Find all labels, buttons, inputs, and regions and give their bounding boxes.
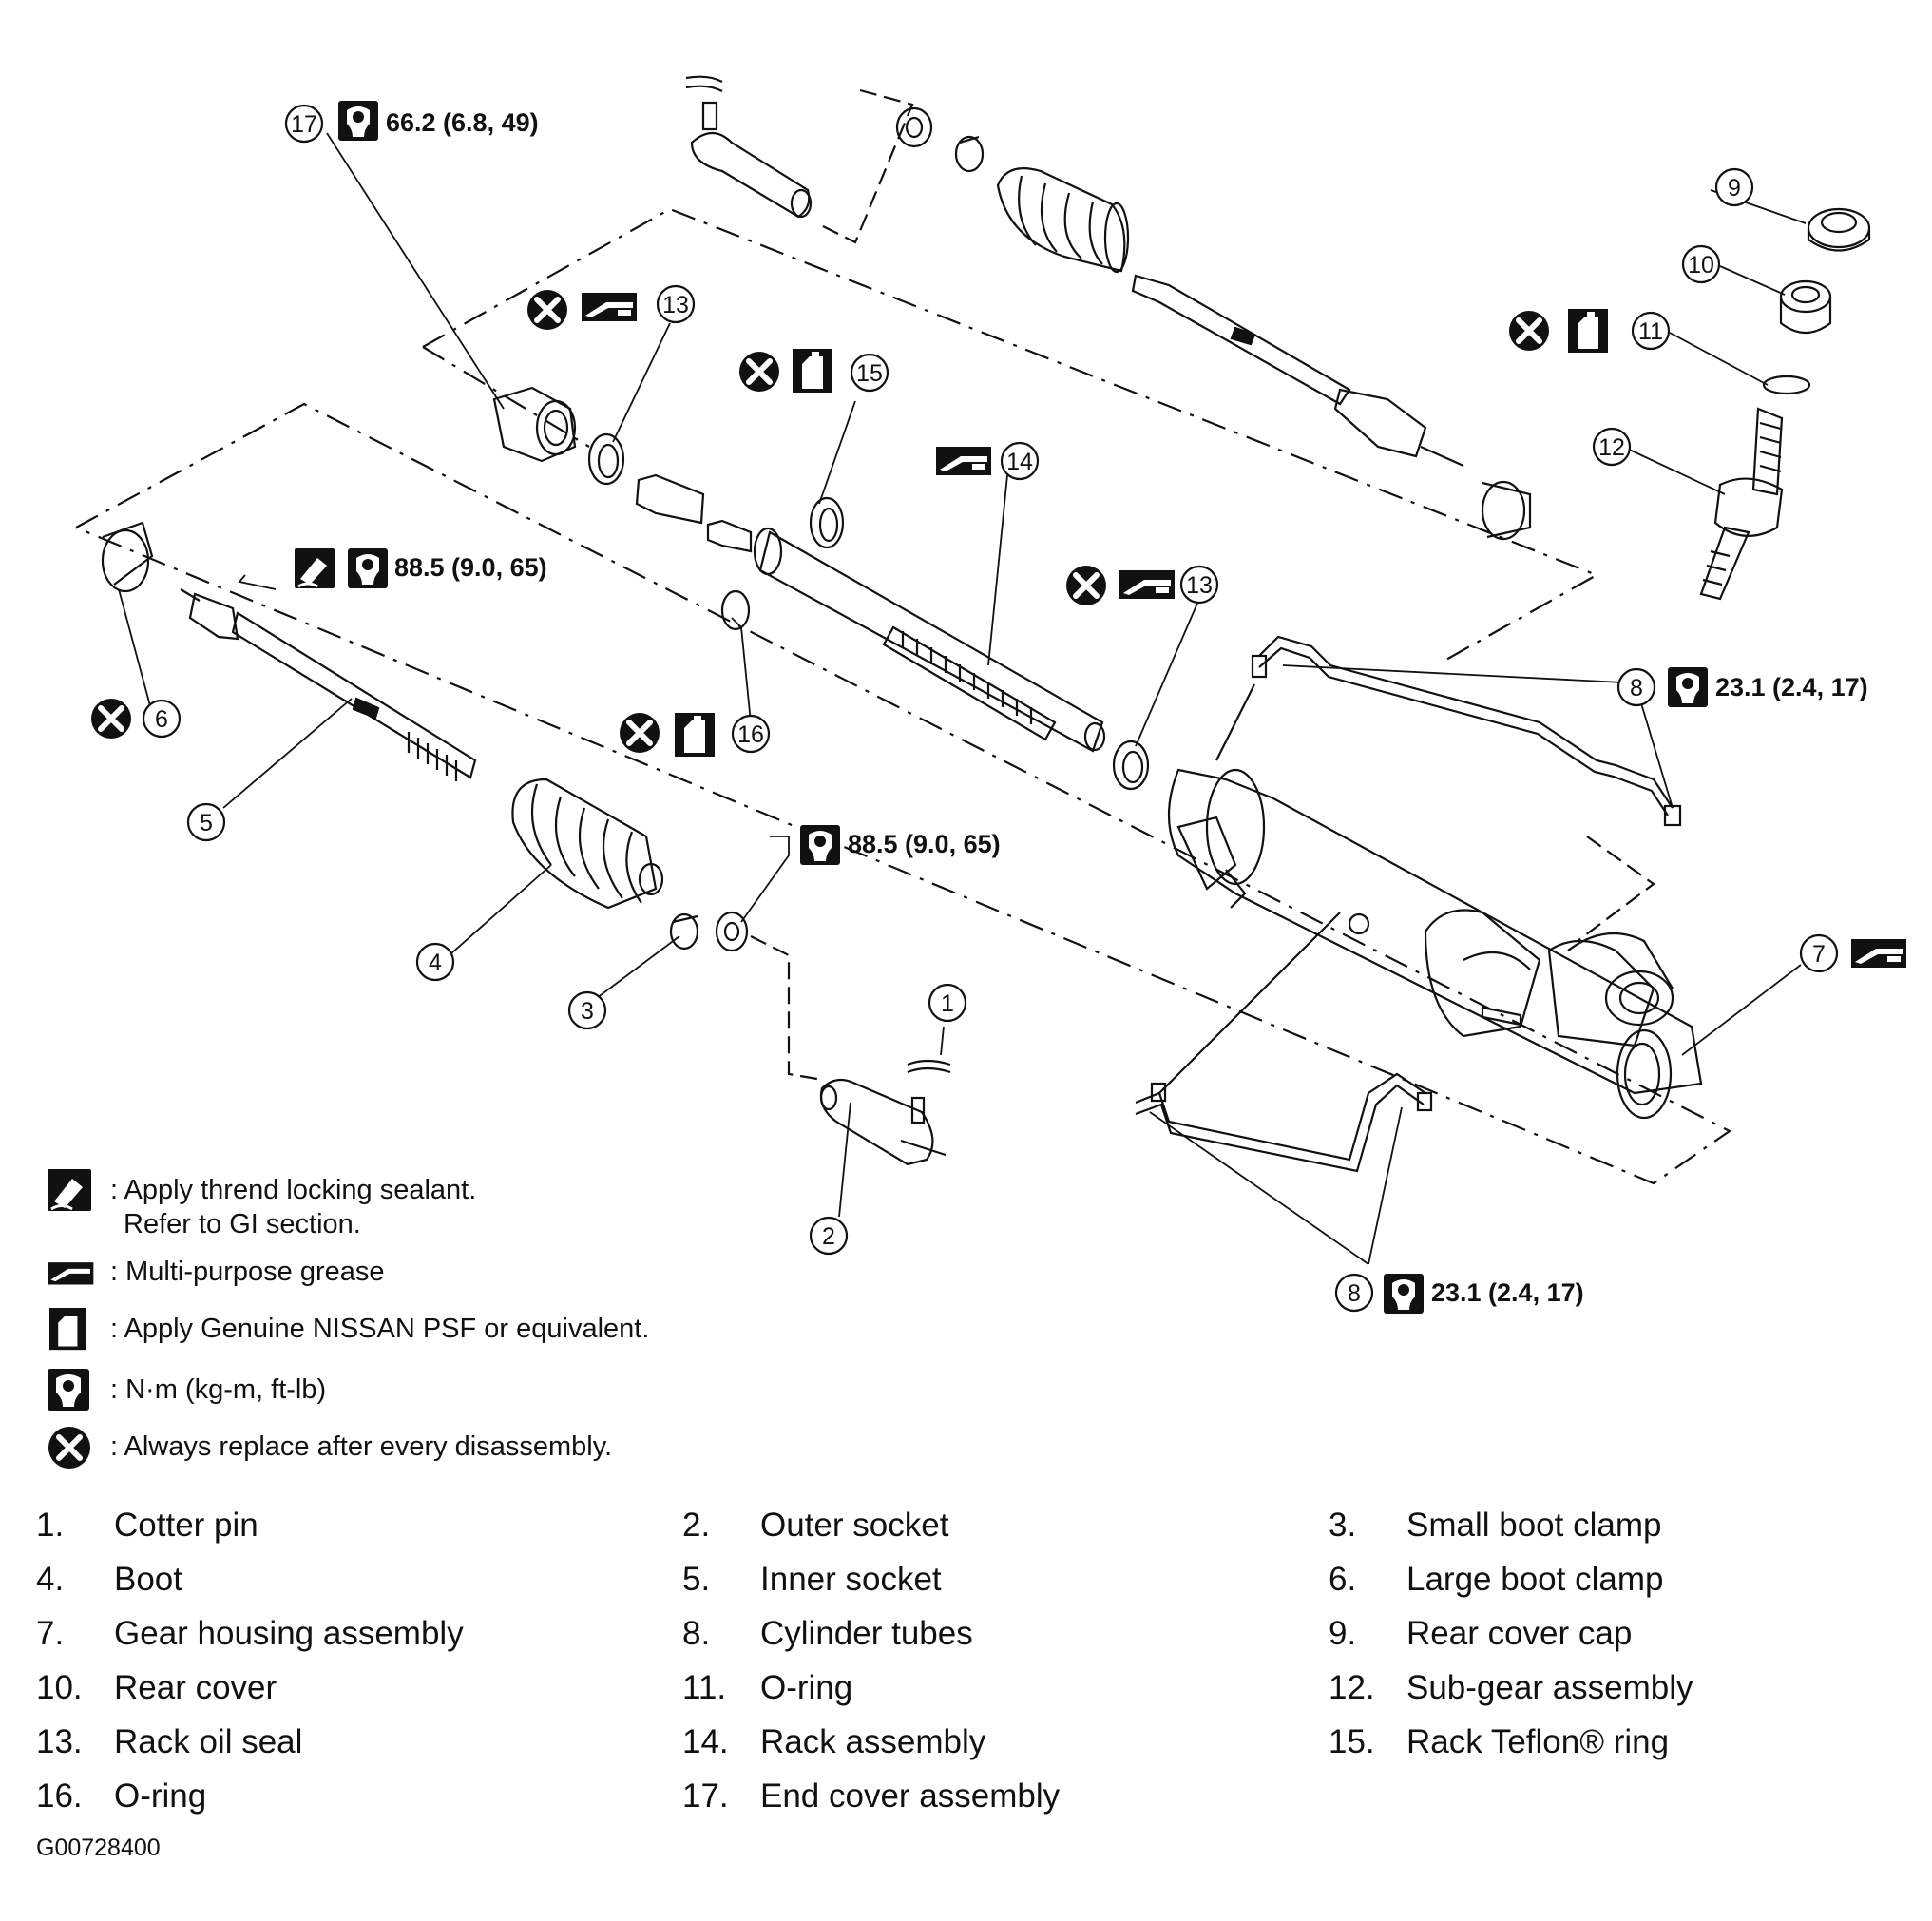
housing-dash (1577, 836, 1655, 942)
torque-wrench-icon (48, 1369, 89, 1411)
always-replace-icon (527, 290, 567, 330)
torque-tube-upper: 23.1 (2.4, 17) (1715, 673, 1868, 701)
callout-7: 7 (1812, 941, 1826, 968)
end-cover-assembly (492, 386, 577, 463)
torque-wrench-icon (800, 825, 840, 865)
thread-locking-sealant-icon (293, 547, 336, 590)
top-tie-rod-dash (816, 88, 914, 244)
large-boot-clamp (101, 521, 154, 593)
torque-end-cover: 66.2 (6.8, 49) (386, 108, 539, 137)
always-replace-icon (739, 352, 779, 392)
legend-text-2: Refer to GI section. (124, 1209, 361, 1239)
cylinder-tube-upper (1215, 635, 1682, 827)
cotter-pin (907, 1059, 951, 1074)
gear-housing-assembly (1167, 768, 1703, 1120)
callout-8-lower: 8 (1348, 1280, 1361, 1307)
o-ring-16 (720, 589, 751, 631)
callout-4: 4 (429, 950, 442, 976)
figure-code: G00728400 (36, 1835, 161, 1861)
o-ring-11 (1762, 375, 1811, 395)
rack-teflon-ring (809, 496, 845, 549)
callout-3: 3 (581, 998, 594, 1025)
thread-locking-sealant-icon (48, 1169, 91, 1211)
lower-dashed-frame (75, 402, 1732, 1185)
small-boot-clamp (669, 912, 699, 951)
outer-nut-dash (750, 935, 818, 1081)
parts-list: 1.Cotter pin 2.Outer socket 3.Small boot… (36, 1507, 1693, 1815)
callout-13-lower: 13 (1186, 572, 1213, 599)
outer-socket-top (685, 75, 813, 219)
cylinder-tube-lower (1135, 912, 1433, 1173)
torque-wrench-icon (1668, 667, 1708, 707)
callout-11: 11 (1638, 318, 1663, 345)
torque-outer-nut: 88.5 (9.0, 65) (848, 830, 1001, 858)
multi-purpose-grease-icon (1119, 570, 1175, 599)
callout-5: 5 (200, 810, 213, 836)
multi-purpose-grease-icon (936, 447, 991, 475)
callout-1: 1 (941, 990, 954, 1017)
psf-fluid-icon (49, 1308, 86, 1351)
top-inner-socket (1131, 274, 1464, 468)
sub-gear-assembly (1699, 407, 1784, 601)
top-nut (895, 106, 933, 148)
multi-purpose-grease-icon (48, 1262, 94, 1285)
callout-17: 17 (291, 111, 317, 138)
top-boot (996, 167, 1130, 274)
outer-nut (715, 911, 749, 952)
torque-tube-lower: 23.1 (2.4, 17) (1431, 1278, 1584, 1307)
rack-bushing (635, 473, 753, 553)
outer-socket (819, 1078, 947, 1166)
top-small-clamp (954, 135, 985, 173)
callout-10: 10 (1688, 252, 1714, 279)
middle-dashed-frame (422, 346, 590, 448)
callout-8-upper: 8 (1630, 675, 1643, 701)
psf-fluid-icon (675, 713, 715, 757)
legend-text: : Multi-purpose grease (110, 1257, 385, 1287)
psf-fluid-icon (793, 349, 832, 393)
torque-inner-socket: 88.5 (9.0, 65) (394, 553, 547, 582)
multi-purpose-grease-icon (582, 293, 637, 321)
legend-text: : Apply Genuine NISSAN PSF or equivalent… (110, 1314, 650, 1344)
boot (511, 778, 664, 910)
legend-text: : Always replace after every disassembly… (110, 1431, 613, 1462)
always-replace-icon (1066, 566, 1106, 605)
callout-13-upper: 13 (662, 292, 689, 318)
rack-oil-seal-lower (1112, 740, 1150, 791)
callout-12: 12 (1598, 434, 1625, 461)
legend-text: : Apply thrend locking sealant. (110, 1175, 477, 1205)
torque-wrench-icon (338, 101, 378, 141)
rear-cover (1779, 279, 1832, 335)
multi-purpose-grease-icon (1851, 939, 1906, 968)
callout-14: 14 (1006, 449, 1033, 475)
upper-dashed-frame (422, 207, 1599, 662)
psf-fluid-icon (1568, 309, 1608, 353)
rack-assembly (753, 527, 1106, 753)
rear-cover-cap (1807, 207, 1871, 252)
callout-9: 9 (1728, 175, 1741, 202)
callout-6: 6 (155, 706, 168, 733)
callout-16: 16 (737, 721, 764, 748)
callout-2: 2 (822, 1223, 835, 1250)
rack-oil-seal-upper (587, 432, 625, 486)
always-replace-icon (91, 699, 131, 739)
torque-wrench-icon (1384, 1274, 1424, 1314)
always-replace-icon (1509, 311, 1549, 351)
always-replace-icon (48, 1427, 90, 1469)
inner-socket (180, 588, 477, 781)
legend-text: : N·m (kg-m, ft-lb) (110, 1374, 327, 1405)
always-replace-icon (620, 713, 660, 753)
callout-15: 15 (856, 360, 883, 387)
torque-wrench-icon (348, 548, 388, 588)
top-large-clamp (1481, 480, 1532, 541)
